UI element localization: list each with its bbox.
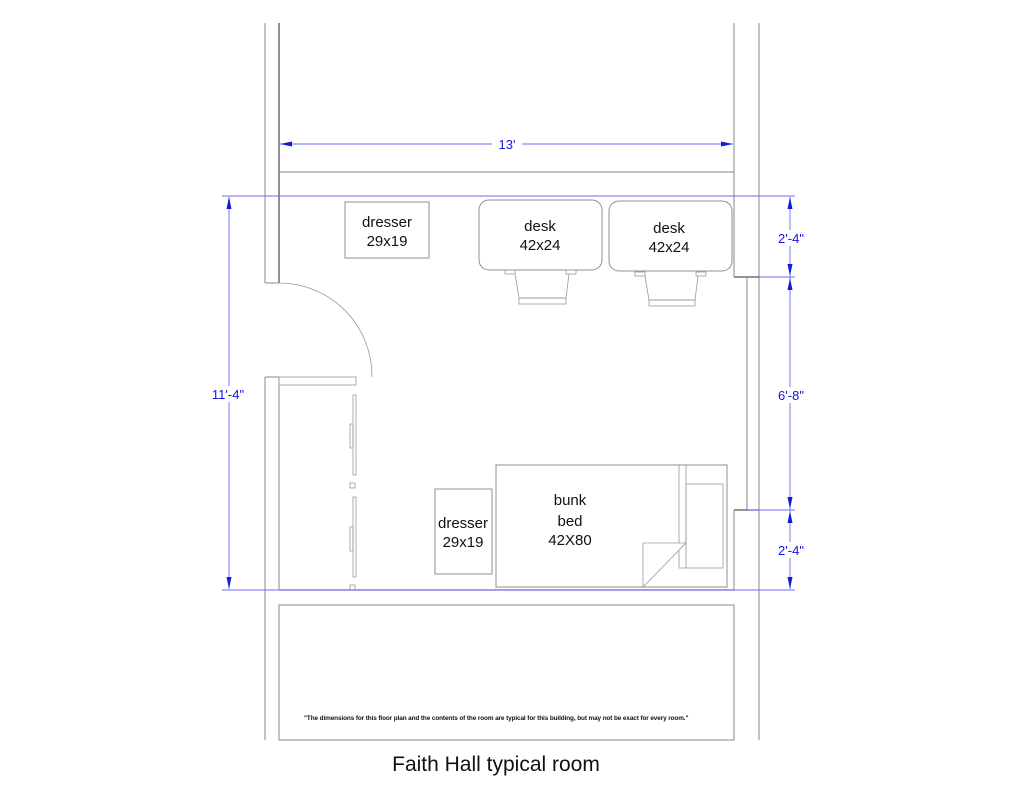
svg-text:desk: desk — [653, 220, 685, 237]
dimension-width: 13' — [280, 136, 733, 152]
bunk-bed: bunk bed 42X80 — [495, 464, 728, 588]
dimension-right: 2'-4" 6'-8" 2'-4" — [772, 197, 812, 589]
disclaimer-note: "The dimensions for this floor plan and … — [304, 715, 688, 722]
width-label: 13' — [499, 137, 516, 152]
svg-text:dresser: dresser — [438, 515, 488, 532]
svg-text:42x24: 42x24 — [520, 237, 561, 254]
closet-doors — [349, 394, 357, 591]
svg-text:29x19: 29x19 — [443, 534, 484, 551]
right-walls — [733, 23, 760, 740]
dresser-bottom: dresser 29x19 — [434, 488, 493, 575]
top-band — [279, 171, 734, 197]
door — [278, 282, 373, 386]
diagram-title: Faith Hall typical room — [392, 753, 600, 776]
svg-text:29x19: 29x19 — [367, 233, 408, 250]
desk-left: desk 42x24 — [478, 199, 603, 305]
desk-right: desk 42x24 — [608, 200, 733, 307]
dimension-depth: 11'-4" — [205, 197, 253, 589]
svg-text:bed: bed — [557, 513, 582, 530]
depth-label: 11'-4" — [212, 387, 245, 402]
dimension-extensions — [222, 195, 795, 591]
chair-right — [634, 271, 707, 307]
svg-text:bunk: bunk — [554, 492, 587, 509]
dresser-top: dresser 29x19 — [344, 201, 430, 259]
right-top-label: 2'-4" — [778, 231, 804, 246]
right-middle-label: 6'-8" — [778, 388, 804, 403]
right-bottom-label: 2'-4" — [778, 543, 804, 558]
svg-text:42x24: 42x24 — [649, 239, 690, 256]
svg-text:desk: desk — [524, 218, 556, 235]
svg-text:42X80: 42X80 — [548, 532, 591, 549]
left-corridor-walls — [264, 23, 280, 740]
chair-left — [504, 269, 577, 305]
svg-text:dresser: dresser — [362, 214, 412, 231]
